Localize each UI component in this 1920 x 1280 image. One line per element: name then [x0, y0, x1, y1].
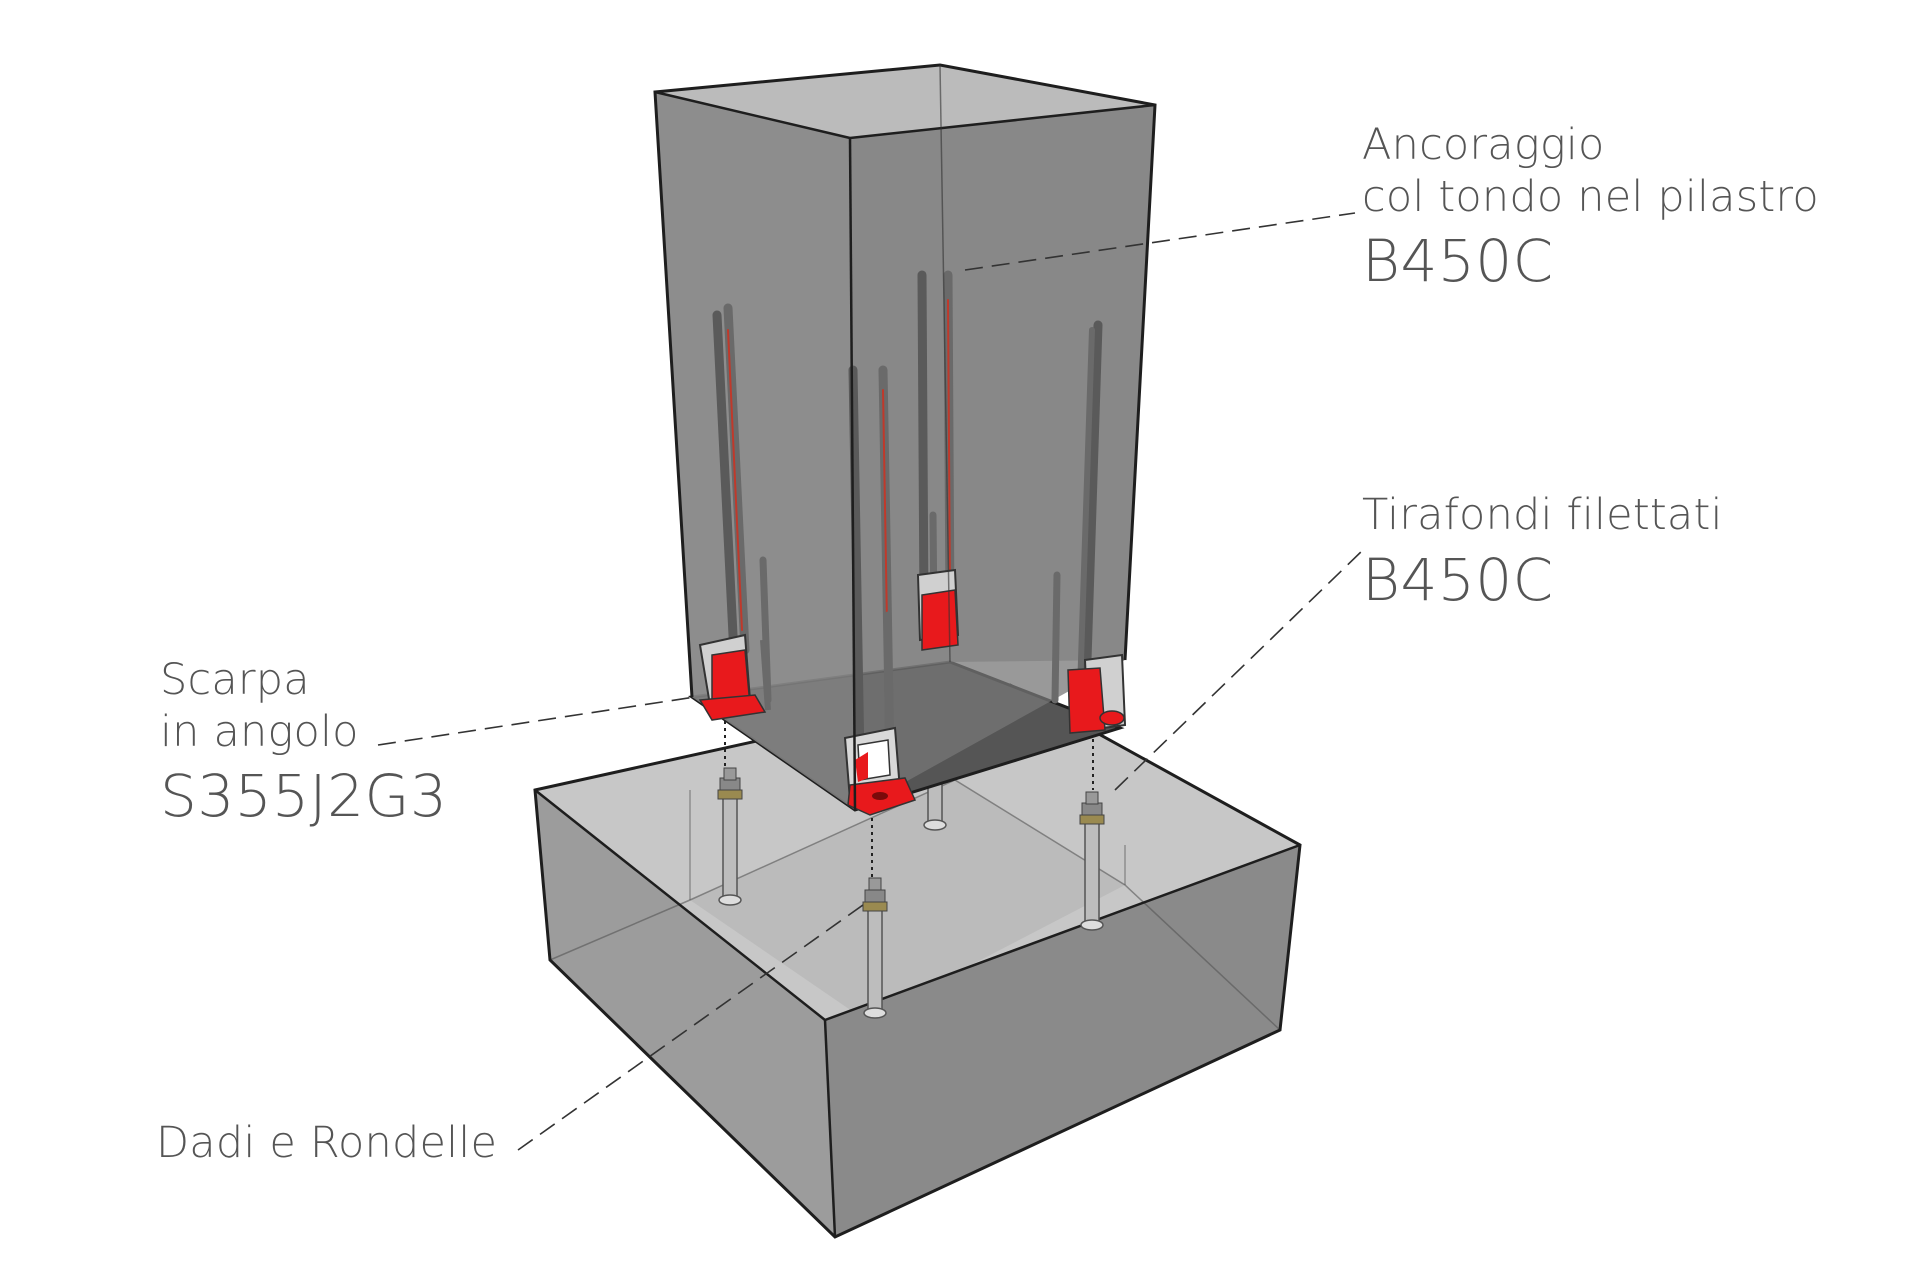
- anchor-bolts: [717, 696, 1105, 1019]
- label-tirafondi: Tirafondi filettati B450C: [1362, 490, 1723, 615]
- foundation-front-right-face: [825, 845, 1300, 1237]
- label-ancoraggio: Ancoraggio col tondo nel pilastro B450C: [1362, 120, 1819, 297]
- label-scarpa-line2: in angolo: [160, 706, 359, 757]
- foundation-block: [533, 683, 1302, 1239]
- leader-dadi: [517, 899, 871, 1151]
- column: [653, 63, 1157, 816]
- label-scarpa: Scarpa in angolo S355J2G3: [160, 655, 447, 832]
- leader-tirafondi: [1114, 547, 1366, 791]
- column-left-face: [655, 92, 855, 810]
- anchor-bolt-left: [717, 767, 743, 906]
- corner-shoe-left: [698, 633, 771, 721]
- label-dadi: Dadi e Rondelle: [156, 1118, 497, 1170]
- label-scarpa-line1: Scarpa: [160, 655, 310, 705]
- label-dadi-line1: Dadi e Rondelle: [156, 1118, 498, 1168]
- leader-ancoraggio: [964, 212, 1356, 271]
- label-tirafondi-code: B450C: [1362, 545, 1554, 614]
- corner-shoe-front: [843, 726, 917, 816]
- anchor-bolt-right: [1079, 791, 1105, 931]
- label-tirafondi-line1: Tirafondi filettati: [1362, 490, 1723, 540]
- anchor-bolt-front: [862, 877, 888, 1019]
- leader-lines: [377, 212, 1366, 1151]
- label-ancoraggio-line1: Ancoraggio: [1362, 120, 1605, 170]
- label-ancoraggio-code: B450C: [1362, 227, 1554, 296]
- label-scarpa-code: S355J2G3: [160, 762, 448, 831]
- column-rebars: [712, 270, 1103, 794]
- corner-shoe-back: [916, 568, 960, 651]
- corner-shoe-right: [1067, 653, 1127, 734]
- foundation-front-left-face: [535, 790, 835, 1237]
- label-ancoraggio-line2: col tondo nel pilastro: [1362, 171, 1819, 222]
